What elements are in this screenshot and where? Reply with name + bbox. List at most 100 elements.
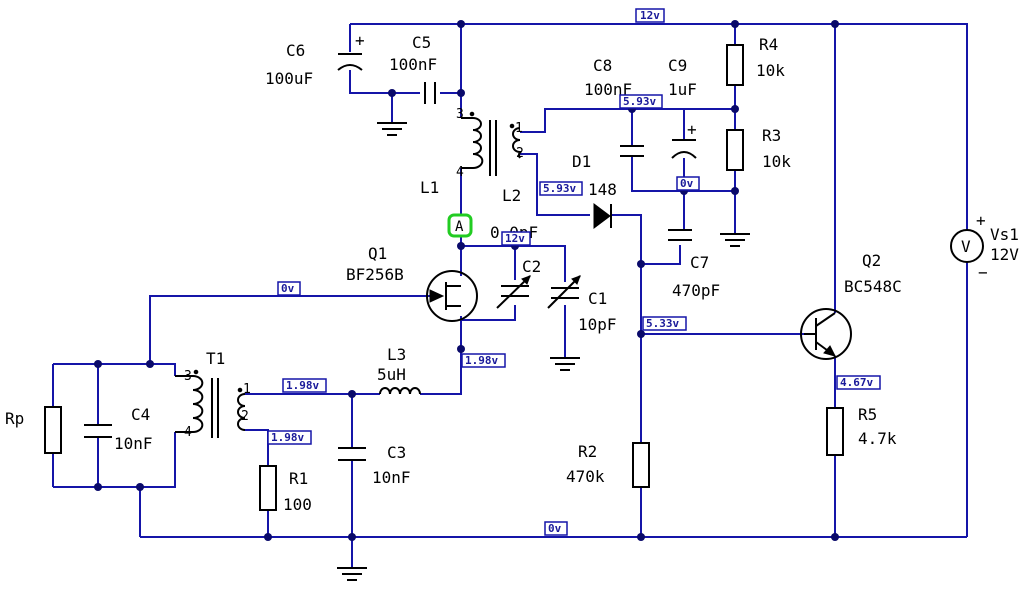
voltage-tag-q1-drain: 12v bbox=[501, 231, 531, 246]
svg-text:12v: 12v bbox=[640, 9, 660, 22]
c3-name: C3 bbox=[387, 443, 406, 462]
capacitor-c5[interactable]: C5 100nF bbox=[389, 33, 437, 104]
wires bbox=[52, 23, 968, 568]
vs1-plus: + bbox=[976, 211, 986, 230]
voltage-tag-q1-source: 1.98v bbox=[461, 353, 506, 368]
r3-value: 10k bbox=[762, 152, 791, 171]
voltage-tag-l2-pin2: 5.93v bbox=[539, 181, 583, 196]
l3-name: L3 bbox=[387, 345, 406, 364]
capacitor-c4[interactable]: C4 10nF bbox=[84, 405, 153, 453]
wire-l2-top bbox=[520, 108, 735, 133]
node bbox=[457, 89, 465, 97]
q1-value: BF256B bbox=[346, 265, 404, 284]
node bbox=[94, 483, 102, 491]
wire-c6-bottom bbox=[349, 70, 420, 94]
wire-c2-bottom bbox=[461, 305, 516, 321]
vs1-name: Vs1 bbox=[990, 225, 1019, 244]
ground-symbol-r3 bbox=[720, 233, 750, 247]
node bbox=[731, 20, 739, 28]
wire-l2-bottom bbox=[520, 153, 590, 216]
resistor-rp[interactable]: Rp bbox=[5, 406, 62, 454]
c3-value: 10nF bbox=[372, 468, 411, 487]
t1-pin-2: 2 bbox=[241, 409, 249, 424]
probe-a[interactable]: A bbox=[447, 213, 473, 238]
resistor-r2[interactable]: R2 470k bbox=[566, 442, 650, 488]
vs1-symbol: V bbox=[961, 237, 971, 256]
transformer-l1-l2[interactable]: 3 4 1 2 L1 L2 bbox=[420, 107, 524, 205]
svg-text:1.98v: 1.98v bbox=[271, 431, 304, 444]
node bbox=[731, 187, 739, 195]
c9-plus-sign: + bbox=[687, 120, 697, 139]
c6-plus-sign: + bbox=[355, 31, 365, 50]
transformer-t1[interactable]: 3 4 1 2 T1 bbox=[175, 349, 251, 440]
voltage-tag-t1-sec-top: 1.98v bbox=[282, 378, 327, 393]
resistor-r5[interactable]: R5 4.7k bbox=[826, 405, 897, 456]
c4-name: C4 bbox=[131, 405, 150, 424]
l1-pin-3: 3 bbox=[456, 107, 464, 122]
wire-tank-bottom bbox=[53, 432, 176, 488]
node bbox=[731, 105, 739, 113]
svg-text:0v: 0v bbox=[548, 522, 562, 535]
ground-symbol-c3 bbox=[337, 567, 367, 581]
node bbox=[637, 330, 645, 338]
l2-pin-2: 2 bbox=[516, 146, 524, 161]
junction-nodes bbox=[94, 20, 839, 541]
diode-d1[interactable]: D1 148 bbox=[572, 152, 617, 229]
c1-name: C1 bbox=[588, 289, 607, 308]
r5-value: 4.7k bbox=[858, 429, 897, 448]
svg-text:5.93v: 5.93v bbox=[543, 182, 576, 195]
t1-name: T1 bbox=[206, 349, 225, 368]
l2-pin-1: 1 bbox=[515, 121, 523, 136]
svg-text:12v: 12v bbox=[505, 232, 525, 245]
node bbox=[264, 533, 272, 541]
c6-value: 100uF bbox=[265, 69, 313, 88]
svg-text:0v: 0v bbox=[281, 282, 295, 295]
capacitor-c9[interactable]: + C9 1uF bbox=[668, 56, 697, 159]
c9-name: C9 bbox=[668, 56, 687, 75]
capacitor-c7[interactable]: C7 470pF bbox=[668, 229, 720, 300]
q2-name: Q2 bbox=[862, 251, 881, 270]
probe-a-label: A bbox=[455, 219, 464, 235]
node bbox=[348, 533, 356, 541]
transistor-q2[interactable]: Q2 BC548C bbox=[800, 251, 902, 360]
c4-value: 10nF bbox=[114, 434, 153, 453]
inductor-l3[interactable]: L3 5uH bbox=[377, 345, 421, 395]
rp-name: Rp bbox=[5, 409, 24, 428]
resistor-r1[interactable]: R1 100 bbox=[259, 465, 312, 514]
resistor-r4[interactable]: R4 10k bbox=[726, 35, 785, 86]
wire-q1-drain-c2 bbox=[461, 245, 566, 282]
node bbox=[388, 89, 396, 97]
transistor-q1[interactable]: Q1 BF256B bbox=[346, 244, 478, 322]
d1-name: D1 bbox=[572, 152, 591, 171]
capacitor-c6[interactable]: + C6 100uF bbox=[265, 31, 365, 88]
voltage-tag-l2-out: 5.93v bbox=[619, 94, 663, 109]
l3-value: 5uH bbox=[377, 365, 406, 384]
c8-name: C8 bbox=[593, 56, 612, 75]
svg-text:4.67v: 4.67v bbox=[840, 376, 873, 389]
q1-name: Q1 bbox=[368, 244, 387, 263]
r2-value: 470k bbox=[566, 467, 605, 486]
l1-pin-4: 4 bbox=[456, 165, 464, 180]
ground-symbol-c5 bbox=[377, 122, 407, 136]
t1-pin-4: 4 bbox=[184, 425, 192, 440]
wire-q1-source-l3 bbox=[420, 366, 462, 395]
voltage-source-vs1[interactable]: V + − Vs1 12V bbox=[950, 211, 1019, 282]
svg-text:5.93v: 5.93v bbox=[623, 95, 656, 108]
vs1-value: 12V bbox=[990, 245, 1019, 264]
node bbox=[637, 533, 645, 541]
node bbox=[457, 345, 465, 353]
c6-name: C6 bbox=[286, 41, 305, 60]
resistor-r3[interactable]: R3 10k bbox=[726, 126, 791, 171]
node bbox=[348, 390, 356, 398]
r4-name: R4 bbox=[759, 35, 778, 54]
node bbox=[136, 483, 144, 491]
node bbox=[146, 360, 154, 368]
node bbox=[457, 242, 465, 250]
capacitor-c1[interactable]: C1 10pF bbox=[547, 275, 617, 334]
vs1-minus: − bbox=[978, 263, 988, 282]
r2-name: R2 bbox=[578, 442, 597, 461]
capacitor-c3[interactable]: C3 10nF bbox=[338, 443, 411, 487]
q2-value: BC548C bbox=[844, 277, 902, 296]
voltage-tag-q1-gate: 0v bbox=[277, 281, 301, 296]
